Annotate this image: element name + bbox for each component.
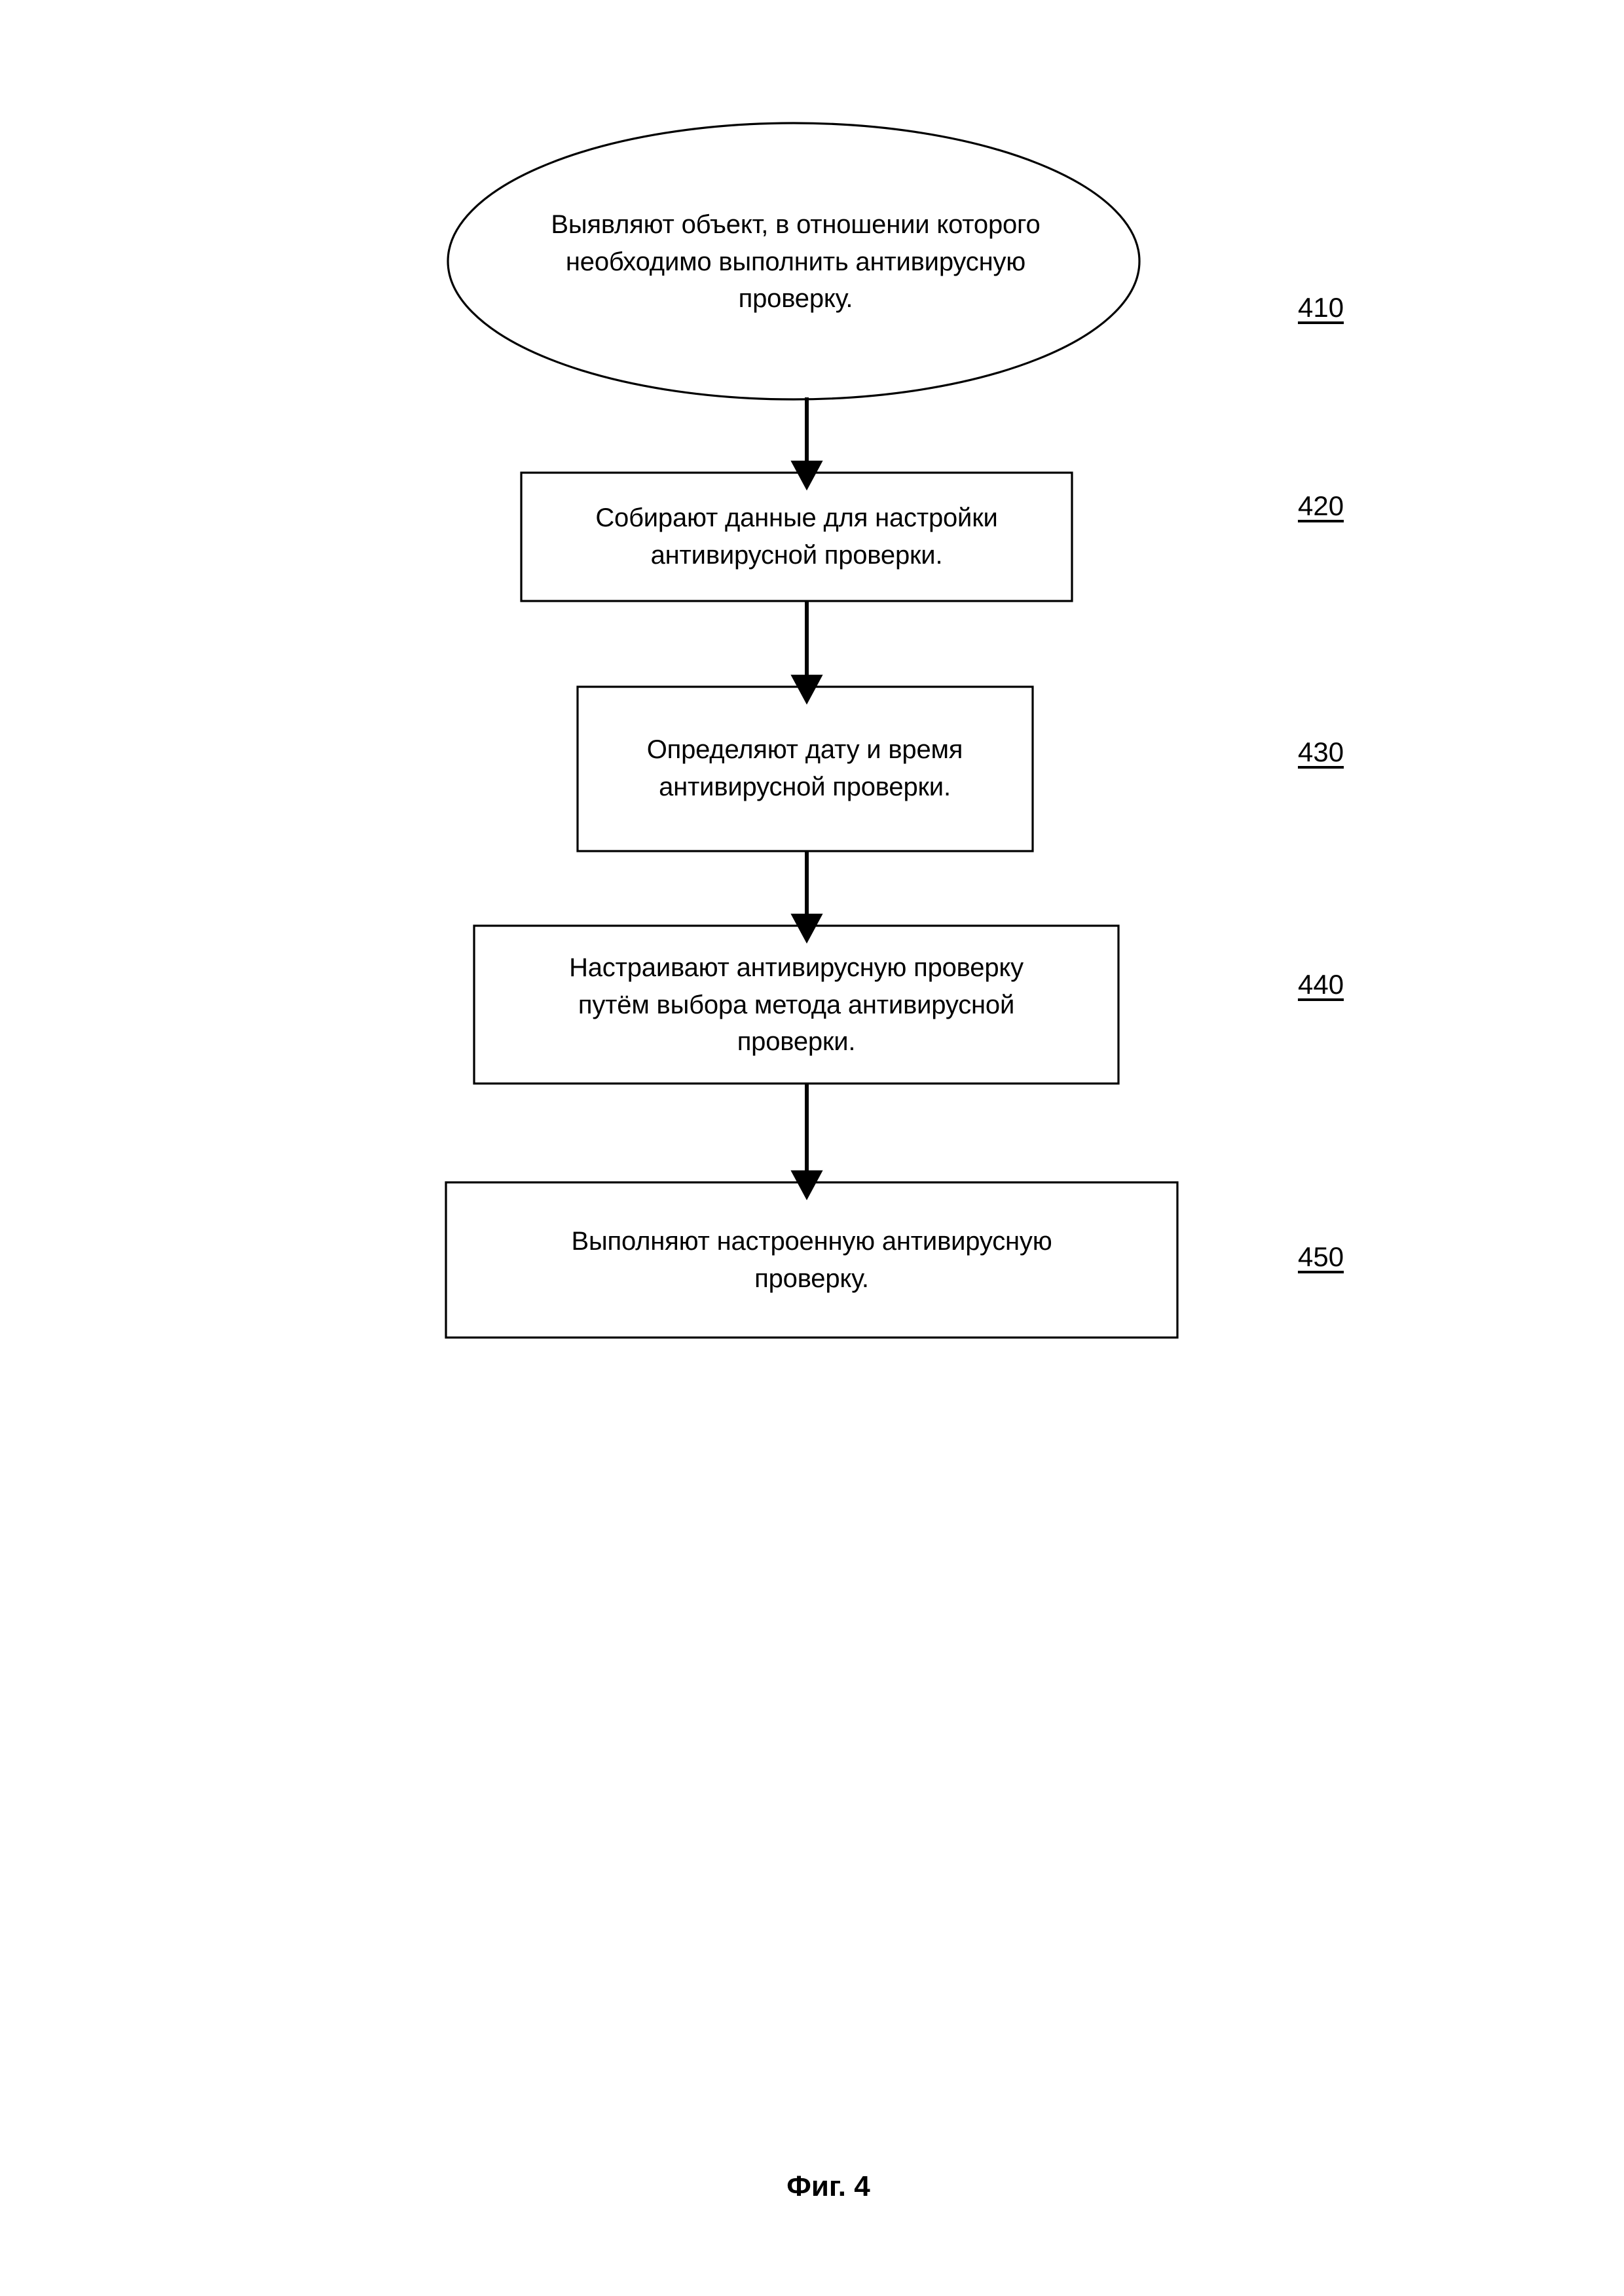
ref-numeral-410: 410 [1298,292,1344,323]
node-430-rect [576,685,1034,852]
node-410-ellipse [447,122,1141,401]
node-440-rect [473,924,1120,1085]
node-450-rect [445,1181,1179,1339]
figure-caption: Фиг. 4 [786,2170,870,2202]
node-420-rect [520,471,1073,602]
ref-numeral-430: 430 [1298,737,1344,767]
ref-numeral-450: 450 [1298,1241,1344,1272]
ref-numeral-440: 440 [1298,969,1344,1000]
ref-numeral-420: 420 [1298,490,1344,521]
